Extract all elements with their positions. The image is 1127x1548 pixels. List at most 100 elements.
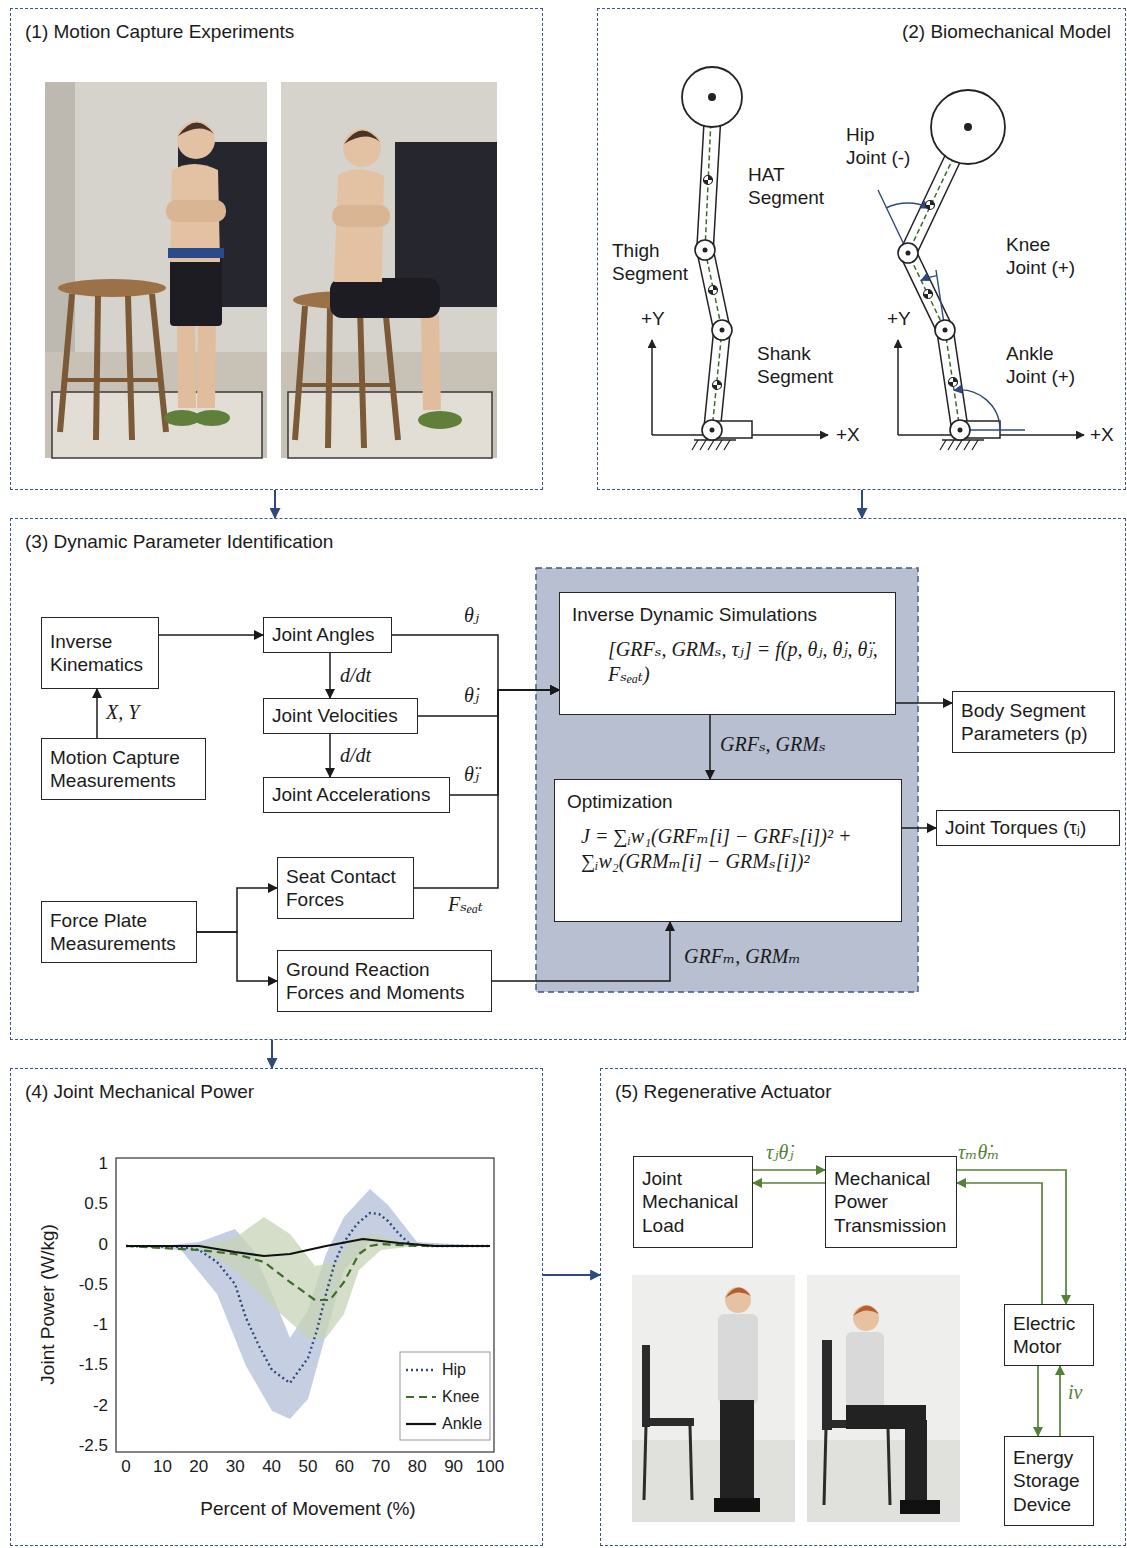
circle-shape	[906, 251, 911, 256]
rect-shape	[332, 205, 390, 227]
connector-arrow	[753, 1182, 825, 1184]
path-shape	[692, 440, 730, 450]
line-shape	[824, 1428, 826, 1505]
rect-shape	[168, 248, 224, 258]
line-shape	[328, 308, 330, 448]
process-box: Joint Accelerations	[263, 777, 450, 813]
connector-arrow	[271, 1040, 273, 1068]
circle-shape	[710, 428, 715, 433]
line-shape	[897, 340, 899, 435]
circle-shape	[935, 320, 955, 340]
process-box: Joint Velocities	[263, 698, 418, 734]
path-shape	[853, 1305, 879, 1316]
path-shape	[704, 176, 713, 185]
axis-tick: -1	[58, 1315, 108, 1335]
axis-tick: 30	[213, 1457, 257, 1477]
box-text: Joint Angles	[272, 623, 383, 646]
polyline-shape	[126, 1239, 490, 1256]
rect-shape	[288, 392, 492, 458]
legend-entry: Hip	[442, 1360, 466, 1379]
connector-arrow	[392, 635, 559, 690]
axis-tick: 20	[177, 1457, 221, 1477]
connector-arrow	[1037, 1366, 1039, 1436]
process-box: Mechanical Power Transmission	[825, 1156, 957, 1248]
line-shape	[152, 294, 166, 432]
photo-sitting	[281, 82, 497, 458]
box-text: Joint Mechanical Load	[642, 1167, 744, 1237]
rect-shape	[905, 1420, 927, 1508]
circle-shape	[695, 240, 715, 260]
connector-arrow	[492, 922, 670, 981]
axis-tick: -2	[58, 1396, 108, 1416]
photo-standing	[45, 82, 267, 458]
legend-entry: Ankle	[442, 1414, 482, 1433]
axis-tick: 40	[250, 1457, 294, 1477]
circle-shape	[702, 420, 722, 440]
rect-shape	[642, 1418, 694, 1426]
edge-label: GRFₛ, GRMₛ	[720, 732, 826, 756]
circle-shape	[964, 123, 972, 131]
box-text: Joint Velocities	[272, 704, 409, 727]
part-label: Thigh Segment	[612, 240, 692, 286]
part-label: Knee Joint (+)	[1006, 234, 1082, 280]
connector-arrow	[159, 634, 263, 636]
axis-tick: 50	[286, 1457, 330, 1477]
process-box: Joint Angles	[263, 617, 392, 653]
connector-arrow	[1059, 1366, 1061, 1436]
process-box: Energy Storage Device	[1004, 1436, 1094, 1526]
panel-frame: (3) Dynamic Parameter IdentificationInve…	[10, 518, 1126, 1040]
line-shape	[128, 296, 132, 440]
line-shape	[651, 340, 653, 435]
panel-frame: (5) Regenerative ActuatorJoint Mechanica…	[600, 1068, 1126, 1546]
formula-text: J = ∑ᵢw₁(GRFₘ[i] − GRFₛ[i])² + ∑ᵢw₂(GRMₘ…	[567, 824, 889, 874]
line-shape	[300, 383, 392, 387]
axis-tick: -1.5	[58, 1355, 108, 1375]
connector-arrow	[329, 734, 331, 777]
box-text: Inverse Dynamic Simulations	[572, 603, 883, 627]
rect-shape	[720, 1400, 754, 1500]
rect-shape	[807, 1275, 960, 1522]
connector-arrow	[896, 702, 952, 704]
circle-shape	[898, 243, 918, 263]
edge-label: d/dt	[340, 663, 371, 687]
axis-title: Percent of Movement (%)	[158, 1498, 458, 1521]
edge-label: τⱼθ̇ⱼ	[766, 1140, 794, 1164]
circle-shape	[713, 381, 722, 390]
axis-tick: 0	[58, 1235, 108, 1255]
part-label: HAT Segment	[748, 164, 828, 210]
power-chart	[116, 1158, 494, 1452]
box-text: Energy Storage Device	[1013, 1446, 1085, 1516]
box-text: Joint Accelerations	[272, 783, 441, 806]
process-box: Joint Torques (τⱼ)	[936, 810, 1120, 846]
path-shape	[924, 290, 933, 299]
connector-arrow	[957, 1183, 1042, 1304]
axis-tick: 0.5	[58, 1194, 108, 1214]
rect-shape	[642, 1345, 650, 1427]
circle-shape	[709, 286, 718, 295]
line-shape	[360, 308, 364, 448]
edge-label: X, Y	[106, 700, 139, 724]
process-box: Ground Reaction Forces and Moments	[277, 950, 492, 1012]
axis-tick: 100	[468, 1457, 512, 1477]
rect-shape	[166, 200, 226, 222]
process-box: OptimizationJ = ∑ᵢw₁(GRFₘ[i] − GRFₛ[i])²…	[554, 779, 902, 922]
connector-arrow	[329, 653, 331, 698]
line-shape	[712, 330, 722, 430]
box-text: Inverse Kinematics	[50, 630, 150, 676]
ellipse-shape	[418, 411, 462, 429]
edge-label: d/dt	[340, 743, 371, 767]
part-label: Hip Joint (-)	[846, 124, 916, 170]
circle-shape	[943, 328, 948, 333]
connector-arrow	[957, 1170, 1066, 1304]
panel-title: (3) Dynamic Parameter Identification	[25, 531, 333, 554]
circle-shape	[949, 378, 958, 387]
line-shape	[712, 330, 722, 430]
segment-model-left	[652, 67, 828, 450]
rect-shape	[45, 352, 267, 458]
circle-shape	[703, 248, 708, 253]
line-shape	[945, 330, 960, 430]
connector-arrow	[274, 490, 276, 518]
rect-shape	[170, 258, 222, 326]
line-shape	[186, 318, 187, 408]
segment-model-right	[878, 90, 1084, 450]
